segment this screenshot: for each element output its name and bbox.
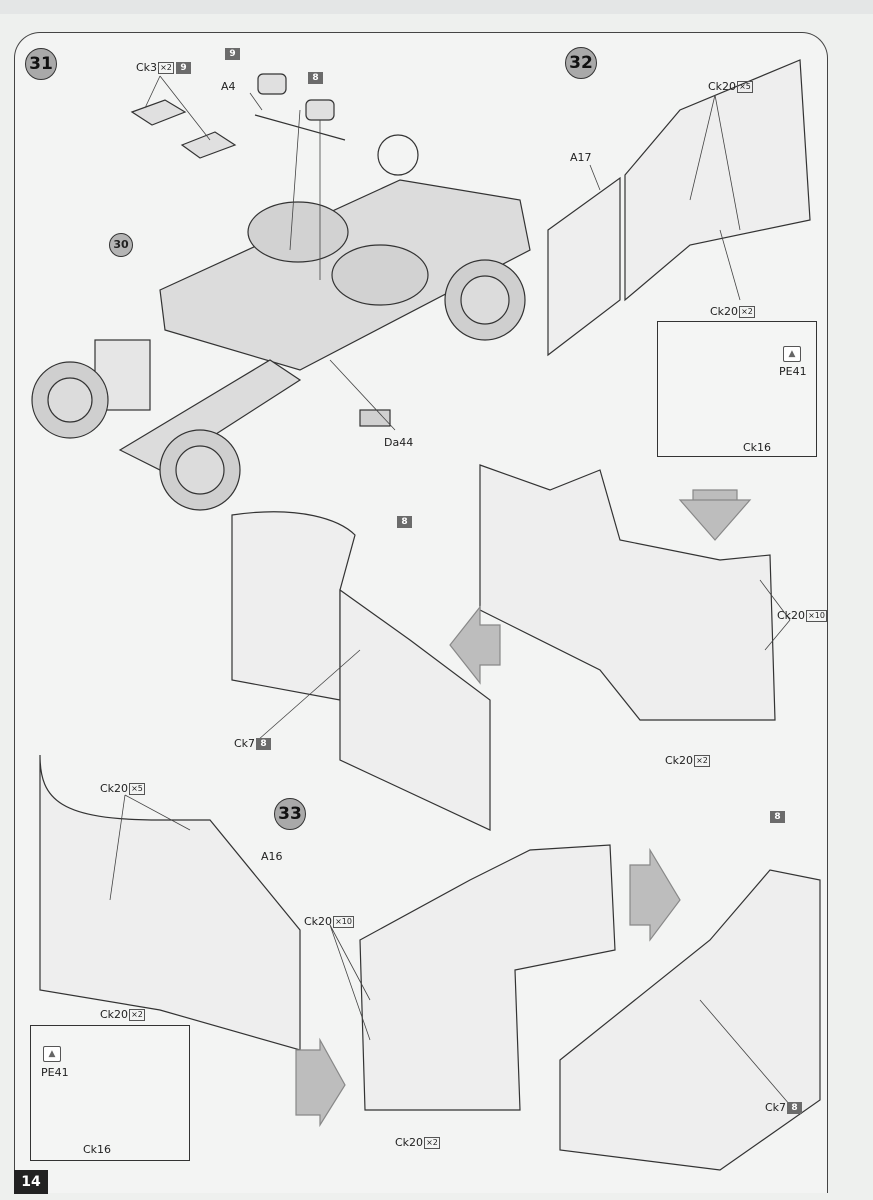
color-code-badge: 9 [225, 48, 240, 60]
color-code-badge: 8 [787, 1102, 802, 1114]
color-code-badge: 8 [770, 811, 785, 823]
part-label: Ck20 [708, 80, 737, 93]
part-label-da44: Da44 [384, 436, 414, 449]
ck20-callout: Ck20×2 [395, 1136, 440, 1149]
quantity-badge: ×2 [424, 1137, 440, 1149]
sub-assembly-30: 30 [109, 233, 133, 257]
ck20-callout: Ck20×2 [710, 305, 755, 318]
ck20-callout: Ck20×2 [665, 754, 710, 767]
quantity-badge: ×5 [737, 81, 753, 93]
photo-etch-icon: ▲ [43, 1046, 61, 1062]
color-code-badge: 9 [176, 62, 191, 74]
part-label-a16: A16 [261, 850, 283, 863]
part-label-ck16: Ck16 [743, 441, 772, 454]
part-label: Ck20 [395, 1136, 424, 1149]
door-panel-drawing [39, 59, 821, 1171]
quantity-badge: ×5 [129, 783, 145, 795]
detail-inset: ▲ PE41 Ck16 [657, 321, 817, 457]
part-label-a4: A4 [221, 80, 236, 93]
leader-lines [144, 75, 396, 431]
quantity-badge: ×2 [158, 62, 174, 74]
ck20-callout: Ck20×10 [777, 609, 827, 622]
leader-lines-2 [109, 94, 791, 1106]
quantity-badge: ×2 [739, 306, 755, 318]
quantity-badge: ×10 [333, 916, 354, 928]
part-label-ck16: Ck16 [83, 1143, 112, 1156]
direction-arrows [295, 489, 752, 1128]
ck7-callout: Ck7 [765, 1101, 786, 1114]
color-code-badge: 8 [256, 738, 271, 750]
ck20-callout: Ck20×5 [708, 80, 753, 93]
scan-edge [0, 0, 873, 14]
ck3-callout: Ck3×2 [136, 61, 174, 74]
ck20-callout: Ck20×2 [100, 1008, 145, 1021]
part-label: Ck20 [665, 754, 694, 767]
ck20-callout: Ck20×5 [100, 782, 145, 795]
part-label: Ck7 [765, 1101, 787, 1114]
part-label-a17: A17 [570, 151, 592, 164]
part-label: Ck20 [777, 609, 806, 622]
seat-cushions-drawing [130, 73, 346, 159]
part-label: Ck20 [100, 782, 129, 795]
color-code-badge: 8 [308, 72, 323, 84]
quantity-badge: ×10 [806, 610, 827, 622]
part-label: Ck3 [136, 61, 158, 74]
vehicle-chassis-drawing [31, 134, 531, 511]
page-number: 14 [14, 1170, 48, 1194]
ck20-callout: Ck20×10 [304, 915, 354, 928]
quantity-badge: ×2 [694, 755, 710, 767]
step-32-number: 32 [565, 47, 597, 79]
part-label: Ck20 [100, 1008, 129, 1021]
part-label: Ck7 [234, 737, 256, 750]
color-code-badge: 8 [397, 516, 412, 528]
part-label: Ck20 [304, 915, 333, 928]
part-label: Ck20 [710, 305, 739, 318]
photo-etch-icon: ▲ [783, 346, 801, 362]
detail-inset: ▲ PE41 Ck16 [30, 1025, 190, 1161]
step-33-number: 33 [274, 798, 306, 830]
step-31-number: 31 [25, 48, 57, 80]
ck7-callout: Ck7 [234, 737, 255, 750]
part-label-pe41: PE41 [41, 1066, 69, 1079]
part-label-pe41: PE41 [779, 365, 807, 378]
quantity-badge: ×2 [129, 1009, 145, 1021]
